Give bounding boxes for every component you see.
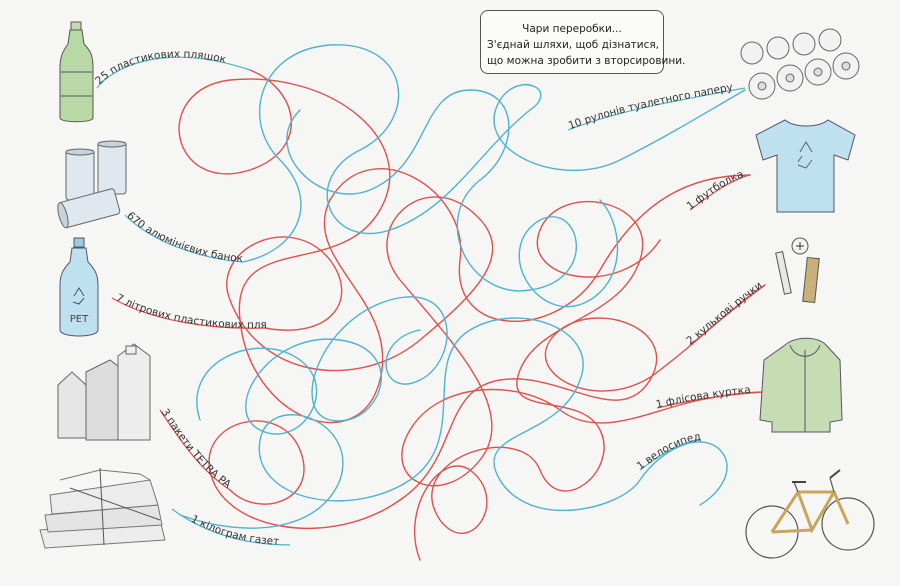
fleece-jacket-icon <box>759 337 843 433</box>
maze-path-blue-4[interactable] <box>196 296 448 435</box>
label-bicycle: 1 велосипед <box>635 431 702 473</box>
toilet-paper-icon <box>740 28 860 100</box>
bicycle-icon <box>745 469 875 559</box>
label-newspapers: 1 кілограм газет <box>189 513 279 548</box>
label-fleece-jacket: 1 флісова куртка <box>655 384 751 411</box>
maze-path-red-1[interactable] <box>178 69 751 424</box>
label-pens: 2 кулькові ручки <box>684 279 764 347</box>
maze-path-red-3[interactable] <box>208 284 766 529</box>
label-toilet-paper: 10 рулонів туалетного паперу <box>567 81 734 132</box>
label-tshirt: 1 футболка <box>685 168 746 212</box>
pens-icon <box>775 237 820 304</box>
newspapers-icon <box>39 467 166 549</box>
green-bottle-icon <box>59 21 94 123</box>
title-line-2: З'єднай шляхи, щоб дізнатися, <box>487 39 660 51</box>
title-box: Чари переробки... З'єднай шляхи, щоб діз… <box>480 10 686 74</box>
maze-path-blue-2[interactable] <box>179 317 728 529</box>
tetra-pak-icon <box>57 343 151 441</box>
title-line-1: Чари переробки... <box>522 23 622 35</box>
label-plastic-bottles: 25 пластикових пляшок <box>93 48 227 87</box>
tshirt-icon <box>755 119 856 213</box>
maze-path-blue-3[interactable] <box>286 89 619 308</box>
pet-label: PET <box>70 314 89 325</box>
label-aluminium-cans: 670 алюмінієвих банок <box>124 210 243 265</box>
pet-bottle-icon: PET <box>59 237 99 337</box>
maze-path-blue-1[interactable] <box>242 44 746 263</box>
aluminium-cans-icon <box>57 140 127 229</box>
title-line-3: що можна зробити з вторсировини. <box>487 55 686 67</box>
maze-path-red-4[interactable] <box>414 200 661 561</box>
